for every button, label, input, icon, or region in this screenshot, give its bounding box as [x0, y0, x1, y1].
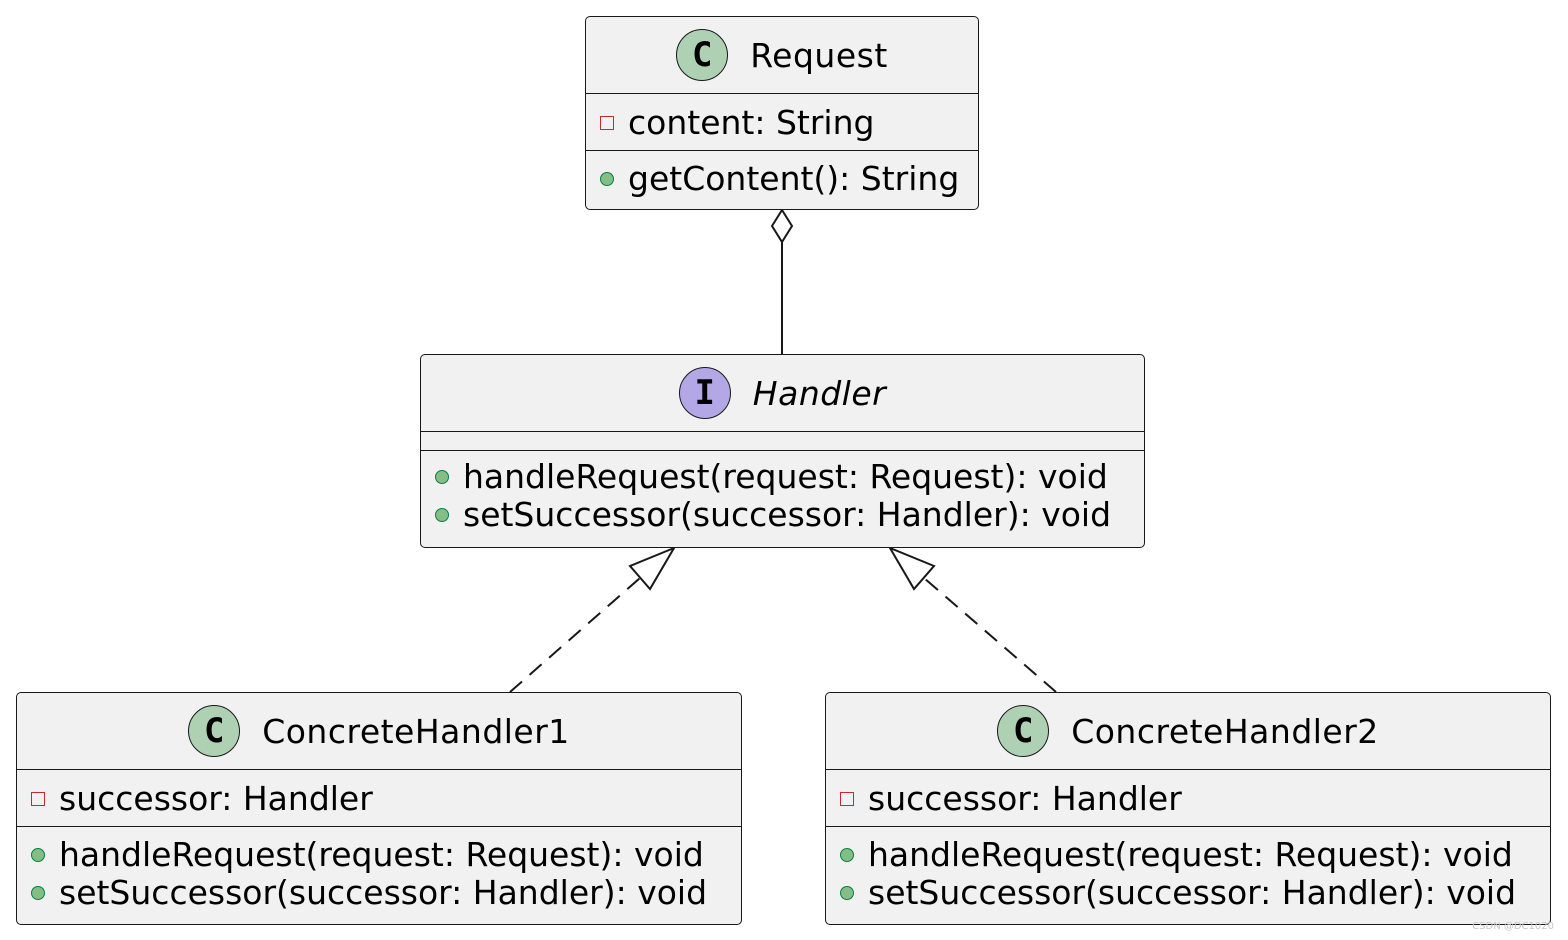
class-header: C Request	[586, 17, 978, 94]
method-row: handleRequest(request: Request): void	[840, 836, 1536, 874]
private-visibility-icon	[31, 792, 45, 806]
method-text: handleRequest(request: Request): void	[59, 835, 704, 874]
attribute-row: successor: Handler	[840, 780, 1536, 818]
realization-relation-2	[887, 545, 1057, 693]
aggregation-diamond-icon	[770, 208, 794, 244]
class-concrete-handler-1[interactable]: C ConcreteHandler1 successor: Handler ha…	[16, 692, 742, 925]
attribute-row: successor: Handler	[31, 780, 727, 818]
attributes-section: successor: Handler	[826, 770, 1550, 827]
method-row: setSuccessor(successor: Handler): void	[435, 496, 1130, 534]
method-row: handleRequest(request: Request): void	[435, 458, 1130, 496]
class-concrete-handler-2[interactable]: C ConcreteHandler2 successor: Handler ha…	[825, 692, 1551, 925]
attributes-section: content: String	[586, 94, 978, 151]
realization-relation-1	[509, 545, 677, 693]
public-visibility-icon	[600, 172, 614, 186]
public-visibility-icon	[435, 470, 449, 484]
class-request[interactable]: C Request content: String getContent(): …	[585, 16, 979, 210]
public-visibility-icon	[31, 886, 45, 900]
methods-section: handleRequest(request: Request): void se…	[17, 827, 741, 912]
realization-line-1	[509, 577, 641, 693]
realization-line-2	[923, 577, 1057, 693]
class-name: ConcreteHandler1	[262, 711, 570, 751]
method-text: getContent(): String	[628, 159, 960, 198]
method-row: handleRequest(request: Request): void	[31, 836, 727, 874]
attributes-section-empty	[421, 432, 1144, 451]
public-visibility-icon	[840, 886, 854, 900]
method-text: handleRequest(request: Request): void	[868, 835, 1513, 874]
private-visibility-icon	[840, 792, 854, 806]
methods-section: handleRequest(request: Request): void se…	[826, 827, 1550, 912]
attributes-section: successor: Handler	[17, 770, 741, 827]
watermark-text: CSDN @DC1020	[1472, 921, 1554, 932]
public-visibility-icon	[435, 508, 449, 522]
interface-name: Handler	[752, 373, 887, 413]
method-row: setSuccessor(successor: Handler): void	[31, 874, 727, 912]
method-text: setSuccessor(successor: Handler): void	[868, 873, 1517, 912]
realization-arrowhead-1-icon	[628, 545, 677, 591]
method-text: handleRequest(request: Request): void	[463, 457, 1108, 496]
class-name: Request	[750, 35, 888, 75]
class-header: I Handler	[421, 355, 1144, 432]
attribute-text: content: String	[628, 103, 875, 142]
methods-section: getContent(): String	[586, 151, 978, 198]
class-c-icon: C	[188, 705, 241, 757]
interface-i-icon: I	[678, 367, 731, 419]
public-visibility-icon	[31, 848, 45, 862]
public-visibility-icon	[840, 848, 854, 862]
method-row: setSuccessor(successor: Handler): void	[840, 874, 1536, 912]
class-header: C ConcreteHandler2	[826, 693, 1550, 770]
class-header: C ConcreteHandler1	[17, 693, 741, 770]
private-visibility-icon	[600, 116, 614, 130]
method-row: getContent(): String	[600, 160, 964, 198]
class-c-icon: C	[997, 705, 1050, 757]
methods-section: handleRequest(request: Request): void se…	[421, 451, 1144, 534]
attribute-text: successor: Handler	[59, 779, 373, 818]
class-c-icon: C	[676, 29, 729, 81]
attribute-text: successor: Handler	[868, 779, 1182, 818]
interface-handler[interactable]: I Handler handleRequest(request: Request…	[420, 354, 1145, 548]
method-text: setSuccessor(successor: Handler): void	[59, 873, 708, 912]
attribute-row: content: String	[600, 104, 964, 142]
aggregation-relation	[770, 208, 794, 354]
realization-arrowhead-2-icon	[887, 545, 936, 591]
class-name: ConcreteHandler2	[1071, 711, 1379, 751]
method-text: setSuccessor(successor: Handler): void	[463, 495, 1112, 534]
